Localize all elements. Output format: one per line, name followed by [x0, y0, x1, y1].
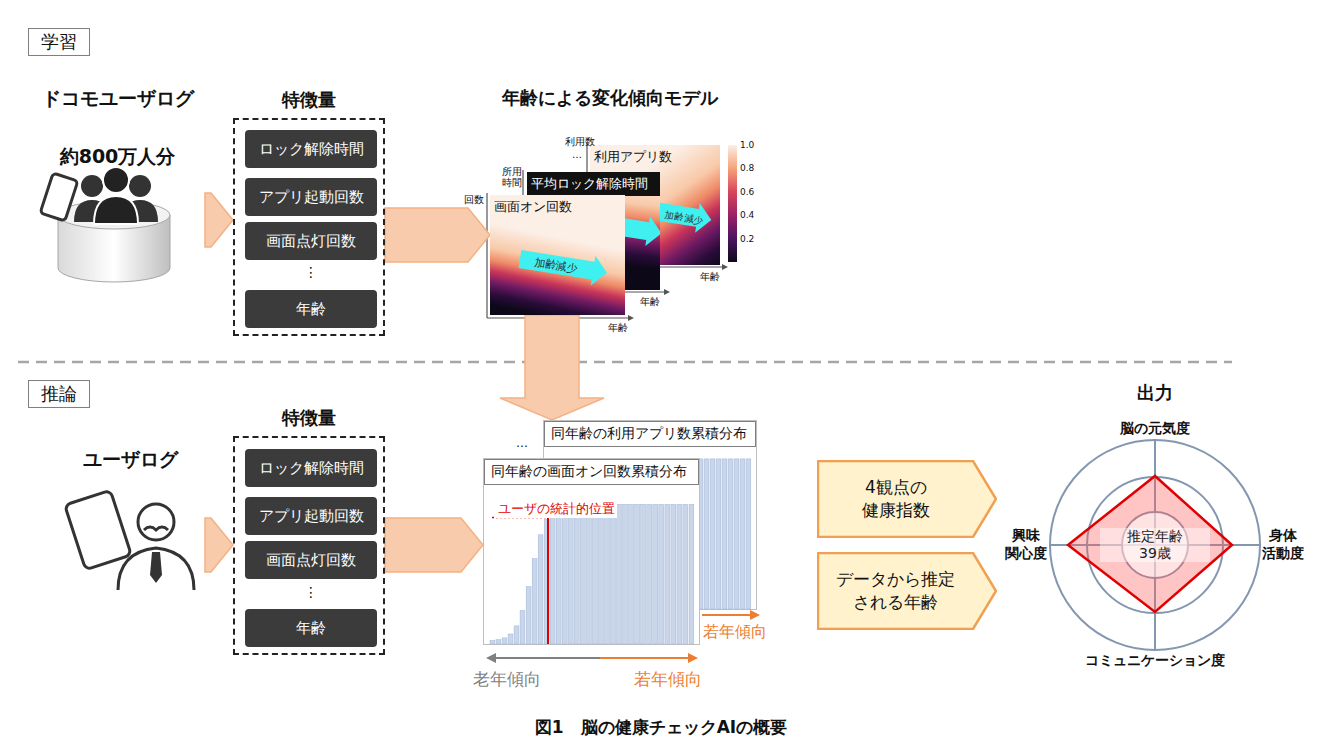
label: 年齢	[640, 295, 660, 309]
node-text: ドコモユーザログ	[30, 86, 205, 112]
node-text: ロック解除時間	[259, 459, 364, 478]
label: ⋮	[304, 584, 318, 600]
label: 身体 活動度	[1260, 527, 1306, 562]
label: 所用 時間	[502, 166, 523, 188]
feature-box: ロック解除時間	[245, 130, 377, 168]
output-arrow: データから推定 される年齢	[817, 552, 997, 630]
node-text: データから推定 される年齢	[833, 568, 959, 614]
feature-box: アプリ起動回数	[245, 178, 377, 216]
flow-arrow	[385, 208, 490, 262]
output-arrow-shape	[817, 552, 997, 630]
label: …	[516, 436, 528, 450]
label: 0.2	[740, 234, 754, 244]
label: ユーザの統計的位置	[496, 500, 617, 518]
node-text: 4観点の 健康指数	[859, 476, 934, 522]
caption: 図1 脳の健康チェックAIの概要	[535, 716, 787, 739]
label: 利用数	[565, 135, 595, 149]
node-text: ユーザログ	[55, 447, 205, 473]
feature-group: 特徴量ロック解除時間アプリ起動回数画面点灯回数年齢	[233, 118, 385, 336]
label: …	[572, 149, 582, 160]
label: 0.8	[740, 163, 754, 173]
feature-box: 年齢	[245, 609, 377, 647]
label: ⋮	[304, 264, 318, 280]
section-tag: 推論	[28, 380, 90, 408]
heatmap-panel: 画面オン回数	[490, 195, 625, 315]
node-text: 年齢	[296, 300, 326, 319]
label: 年齢	[608, 321, 628, 335]
data-source: ドコモユーザログ約800万人分	[30, 84, 205, 284]
feature-group: 特徴量ロック解除時間アプリ起動回数画面点灯回数年齢	[233, 436, 385, 655]
node-text: アプリ起動回数	[259, 188, 364, 207]
node-text: 画面点灯回数	[266, 551, 356, 570]
label: 1.0	[740, 140, 754, 150]
label: 年齢による変化傾向モデル	[502, 86, 718, 110]
label: 回数	[464, 193, 484, 207]
node-text: 学習	[41, 30, 77, 54]
feature-box: 画面点灯回数	[245, 222, 377, 260]
node-text: 約800万人分	[30, 144, 205, 170]
flow-arrow	[205, 518, 233, 572]
label: 老年傾向	[473, 668, 541, 691]
label: 若年傾向	[634, 668, 702, 691]
node-text: 特徴量	[235, 88, 383, 112]
node-text: 特徴量	[235, 406, 383, 430]
label: 年齢	[700, 270, 720, 284]
flow-arrow	[385, 518, 483, 572]
node-text: ロック解除時間	[259, 140, 364, 159]
label: 興味 関心度	[1003, 527, 1049, 562]
data-source: ユーザログ	[55, 445, 205, 595]
chart-panel-shape	[484, 459, 701, 646]
label: 出力	[1137, 381, 1173, 405]
node-text: 同年齢の画面オン回数累積分布	[484, 459, 699, 485]
node-text: アプリ起動回数	[259, 507, 364, 526]
node-text: 画面オン回数	[494, 198, 572, 216]
radar-center: 推定年齢 39歳	[1120, 518, 1190, 572]
feature-box: ロック解除時間	[245, 449, 377, 487]
node-text: 年齢	[296, 619, 326, 638]
label: 若年傾向	[703, 622, 767, 643]
node-text: 推定年齢 39歳	[1124, 528, 1186, 563]
label: コミュニケーション度	[1085, 652, 1225, 670]
node-text: 利用アプリ数	[594, 148, 672, 166]
output-arrow-shape	[817, 460, 997, 538]
node-text: 推論	[41, 382, 77, 406]
flow-arrow	[205, 193, 233, 247]
node-text: 平均ロック解除時間	[527, 172, 660, 196]
flow-arrow	[500, 315, 604, 420]
chart-panel: 同年齢の画面オン回数累積分布	[483, 458, 700, 645]
feature-box: アプリ起動回数	[245, 497, 377, 535]
node-text: 画面点灯回数	[266, 232, 356, 251]
label: 0.6	[740, 187, 754, 197]
feature-box: 年齢	[245, 290, 377, 328]
section-tag: 学習	[28, 28, 90, 56]
node-text: 同年齢の利用アプリ数累積分布	[544, 421, 756, 447]
label: 0.4	[740, 210, 754, 220]
feature-box: 画面点灯回数	[245, 541, 377, 579]
output-arrow: 4観点の 健康指数	[817, 460, 997, 538]
label: 脳の元気度	[1120, 420, 1190, 438]
